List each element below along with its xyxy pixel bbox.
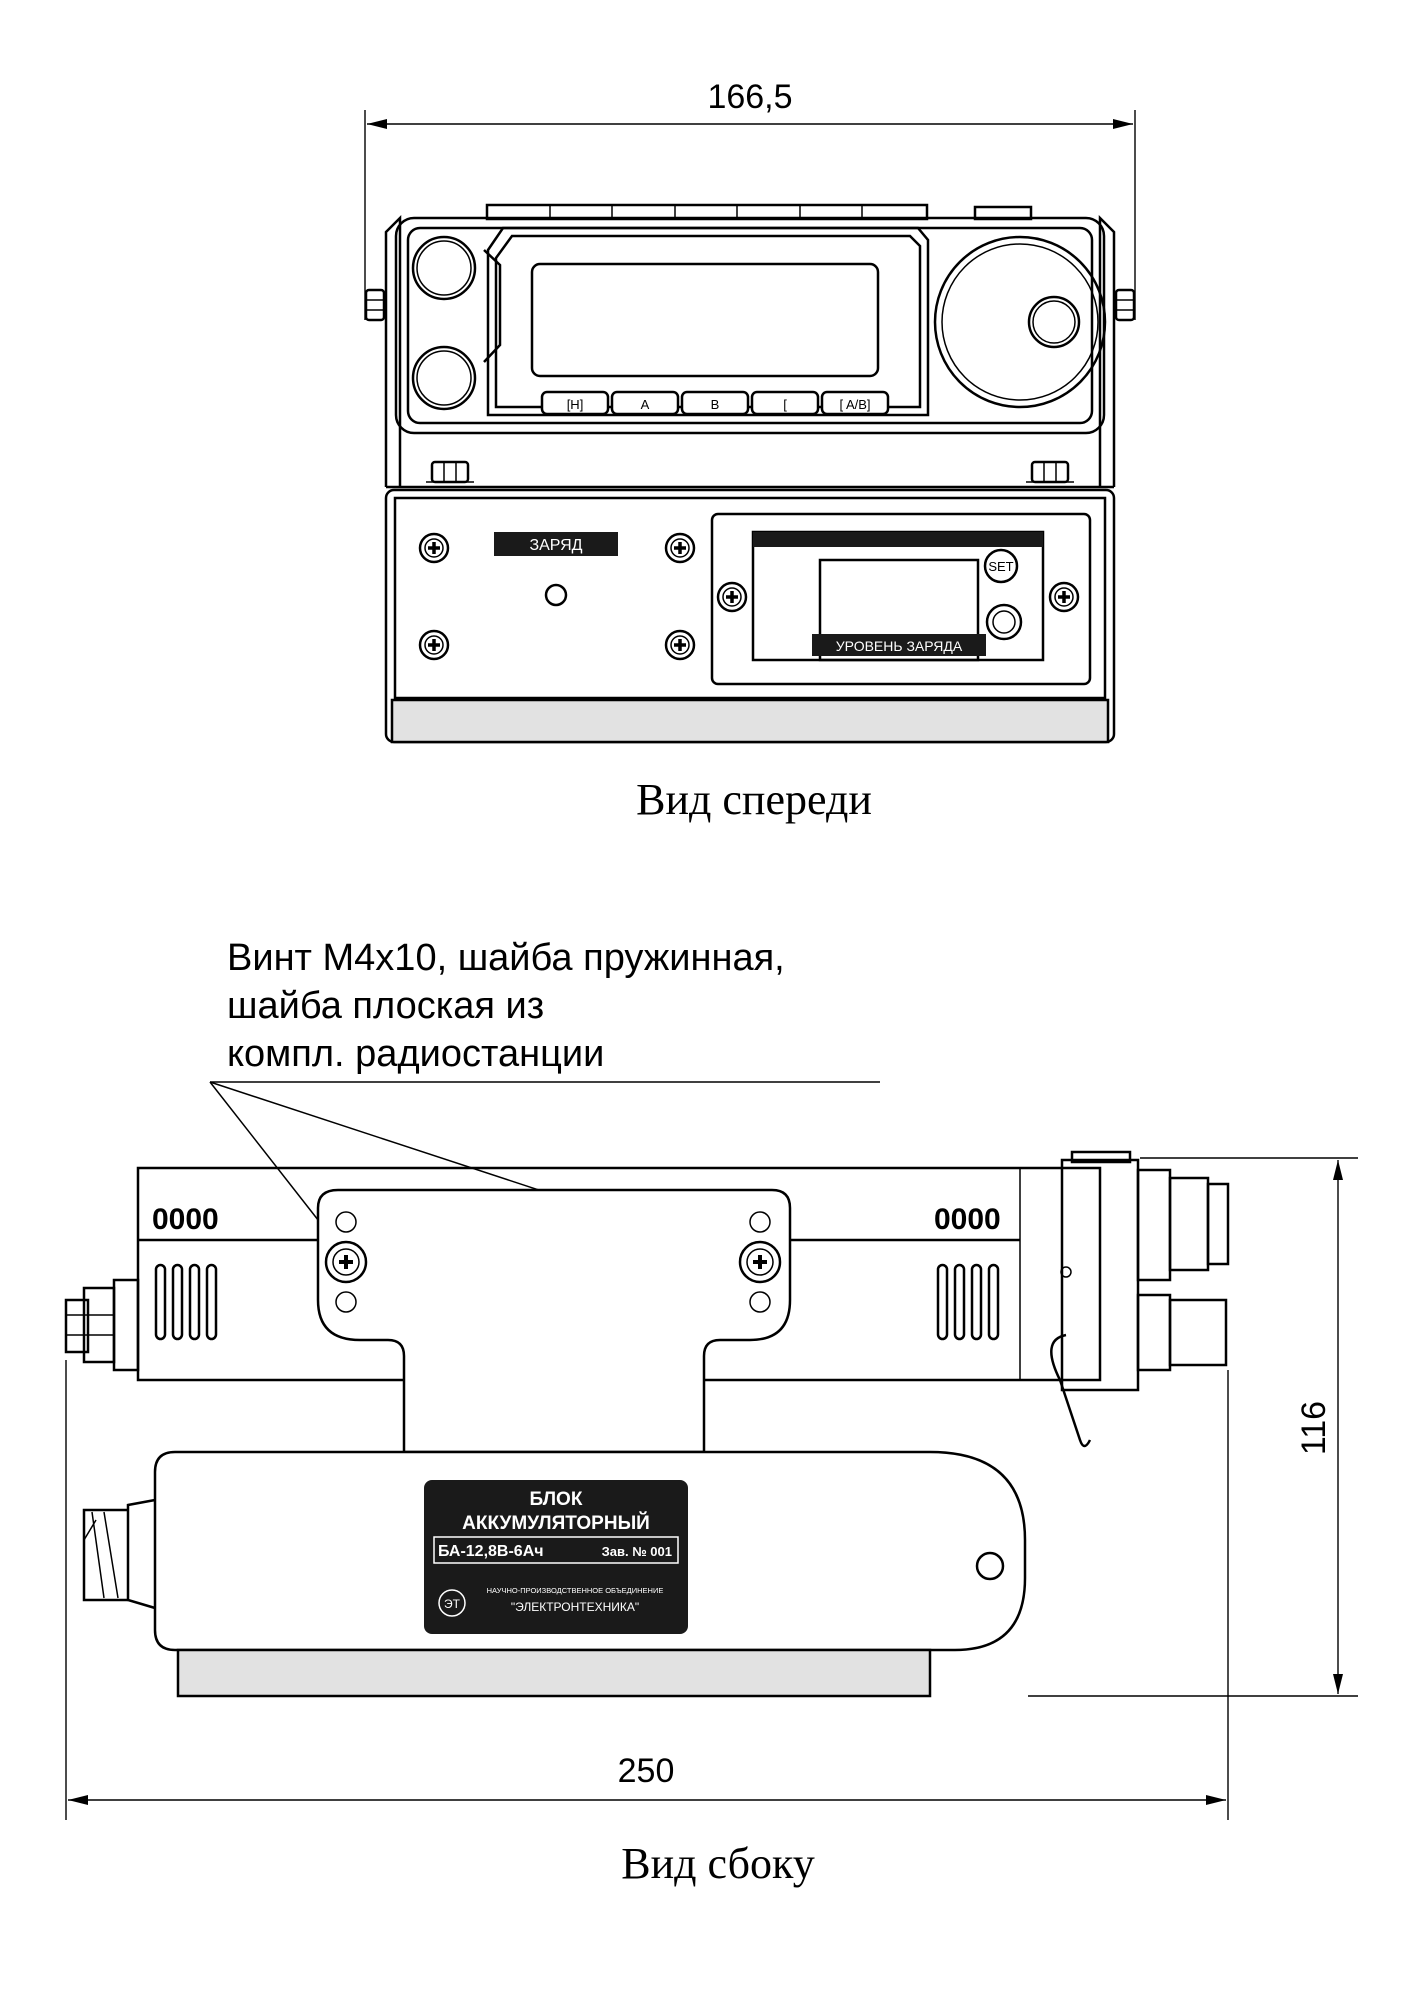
note-line-3: компл. радиостанции xyxy=(227,1033,604,1075)
nameplate-serial: Зав. № 001 xyxy=(602,1544,672,1559)
vent-label-left: 0000 xyxy=(152,1203,219,1236)
set-button xyxy=(983,548,1019,584)
battery-front-panel: ЗАРЯД SET УРОВЕНЬ ЗАРЯДА xyxy=(384,488,1116,744)
mounting-bracket xyxy=(364,214,1136,489)
height-dimension: 116 xyxy=(1028,1157,1358,1697)
vent-slot xyxy=(987,1263,1000,1341)
radio-side-body: 0000 0000 xyxy=(64,1150,1230,1448)
vent-slots-right xyxy=(936,1263,1000,1341)
set-button-label: SET xyxy=(988,559,1013,574)
nameplate-line-2: АККУМУЛЯТОРНЫЙ xyxy=(462,1512,650,1534)
vent-slots-left xyxy=(154,1263,218,1341)
charge-label: ЗАРЯД xyxy=(529,537,582,554)
front-screws xyxy=(418,532,1080,661)
screw-head xyxy=(664,532,696,564)
battery-side-body: БЛОК АККУМУЛЯТОРНЫЙ БА-12,8В-6Ач Зав. № … xyxy=(82,1450,1027,1698)
screw-note: Винт М4х10, шайба пружинная, шайба плоск… xyxy=(209,937,880,1261)
screw-head xyxy=(1048,581,1080,613)
volume-knob xyxy=(411,235,477,301)
height-dimension-label: 116 xyxy=(1295,1401,1333,1455)
nameplate-model: БА-12,8В-6Ач xyxy=(438,1543,544,1560)
charge-label-plate xyxy=(494,532,618,556)
note-line-1: Винт М4х10, шайба пружинная, xyxy=(227,937,785,979)
length-dimension: 250 xyxy=(65,1360,1229,1820)
side-view: Винт М4х10, шайба пружинная, шайба плоск… xyxy=(64,937,1358,1888)
vent-slot xyxy=(936,1263,949,1341)
radio-buttons: [H] A B [ [ A/B] xyxy=(540,390,890,416)
nameplate: БЛОК АККУМУЛЯТОРНЫЙ БА-12,8В-6Ач Зав. № … xyxy=(424,1480,688,1634)
screw-head xyxy=(418,629,450,661)
vent-slot xyxy=(171,1263,184,1341)
vent-label-right: 0000 xyxy=(934,1203,1001,1236)
vent-slot xyxy=(953,1263,966,1341)
length-dimension-label: 250 xyxy=(618,1752,675,1790)
button-bracket-label: [ xyxy=(783,397,787,412)
vent-slot xyxy=(154,1263,167,1341)
charge-level-label: УРОВЕНЬ ЗАРЯДА xyxy=(836,638,963,654)
nameplate-org-line: НАУЧНО-ПРОИЗВОДСТВЕННОЕ ОБЪЕДИНЕНИЕ xyxy=(487,1586,664,1595)
radio-front-panel: [H] A B [ [ A/B] xyxy=(394,203,1107,435)
organization-logo xyxy=(438,1589,466,1617)
button-b-label: B xyxy=(711,397,720,412)
charge-level-plate xyxy=(812,634,986,656)
squelch-knob xyxy=(411,345,477,411)
button-a-label: A xyxy=(641,397,650,412)
width-dimension: 166,5 xyxy=(364,78,1136,320)
vent-slot xyxy=(205,1263,218,1341)
note-line-2: шайба плоская из xyxy=(227,985,544,1027)
screw-head xyxy=(418,532,450,564)
organization-logo-text: ЭТ xyxy=(444,1597,461,1611)
vent-slot xyxy=(970,1263,983,1341)
charge-level-display xyxy=(818,558,980,662)
screw-head xyxy=(716,581,748,613)
battery-hole xyxy=(975,1551,1005,1581)
nameplate-org-name: "ЭЛЕКТРОНТЕХНИКА" xyxy=(511,1600,639,1614)
front-view: 166,5 xyxy=(364,78,1136,824)
nameplate-line-1: БЛОК xyxy=(530,1489,583,1510)
mode-button xyxy=(985,603,1023,641)
screw-head xyxy=(664,629,696,661)
radio-display xyxy=(530,262,880,378)
mounting-plate xyxy=(316,1188,792,1454)
vent-slot xyxy=(188,1263,201,1341)
front-view-caption: Вид спереди xyxy=(636,775,872,824)
side-view-caption: Вид сбоку xyxy=(621,1839,815,1888)
button-h-label: [H] xyxy=(567,397,584,412)
charge-indicator-led xyxy=(544,583,568,607)
width-dimension-label: 166,5 xyxy=(707,78,792,116)
button-ab-label: [ A/B] xyxy=(839,397,870,412)
tuning-knob xyxy=(933,235,1107,409)
